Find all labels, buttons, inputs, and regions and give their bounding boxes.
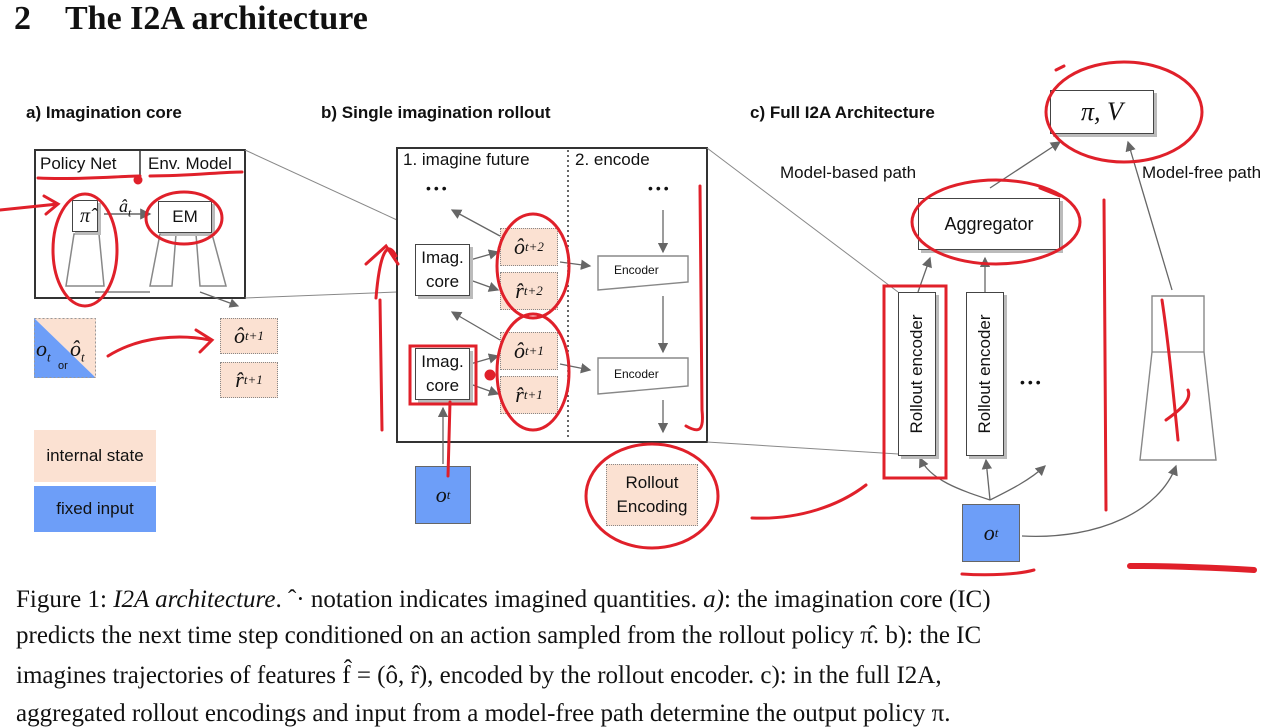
step-imagine-future: 1. imagine future xyxy=(403,150,530,169)
em-trapezoid-right xyxy=(195,233,227,287)
caption-line-4: aggregated rollout encodings and input f… xyxy=(16,700,951,727)
panel-a-title: a) Imagination core xyxy=(26,103,182,122)
caption-line-2: predicts the next time step conditioned … xyxy=(16,622,982,649)
encoder-bottom: Encoder xyxy=(614,367,659,381)
caption-line-3: imagines trajectories of features f̂ = (… xyxy=(16,662,942,689)
section-title: The I2A architecture xyxy=(65,0,368,37)
dots-b-left: ••• xyxy=(426,180,450,196)
rollout-encoder-1: Rollout encoder xyxy=(898,292,936,456)
dots-b-right: ••• xyxy=(648,180,672,196)
imag-core-top: Imag. core xyxy=(415,244,470,296)
r-hat-t2: r̂t+2 xyxy=(500,272,558,310)
rollout-encoder-2: Rollout encoder xyxy=(966,292,1004,456)
out-r-next: r̂t+1 xyxy=(220,362,278,398)
legend-internal-state: internal state xyxy=(34,430,156,482)
dots-c: ••• xyxy=(1020,374,1044,390)
section-heading: 2 The I2A architecture xyxy=(14,0,368,38)
panel-b-title: b) Single imagination rollout xyxy=(321,103,551,122)
r-hat-t1: r̂t+1 xyxy=(500,376,558,414)
encoder-top: Encoder xyxy=(614,263,659,277)
imag-core-bottom: Imag. core xyxy=(415,348,470,400)
em-box: EM xyxy=(158,201,212,233)
policy-trapezoid xyxy=(65,233,105,287)
aggregator-box: Aggregator xyxy=(918,198,1060,250)
em-trapezoid-left xyxy=(149,233,177,287)
model-free-network xyxy=(1139,295,1217,461)
rollout-encoding: Rollout Encoding xyxy=(606,464,698,526)
section-number: 2 xyxy=(14,0,31,37)
model-based-path-label: Model-based path xyxy=(780,163,917,182)
legend-fixed-input: fixed input xyxy=(34,486,156,532)
step-encode: 2. encode xyxy=(575,150,650,169)
pi-hat-box: π̂ xyxy=(72,200,98,232)
panel-c-title: c) Full I2A Architecture xyxy=(750,103,935,122)
env-model-label: Env. Model xyxy=(148,154,232,173)
model-free-path-label: Model-free path xyxy=(1142,163,1262,182)
input-o-or-ohat: ot ôt or xyxy=(34,318,96,378)
caption-line-1: Figure 1: I2A architecture. ˆ· notation … xyxy=(16,586,991,613)
policy-value-output: π, V xyxy=(1050,90,1154,134)
action-label: ât xyxy=(119,196,132,220)
policy-net-label: Policy Net xyxy=(40,154,117,173)
